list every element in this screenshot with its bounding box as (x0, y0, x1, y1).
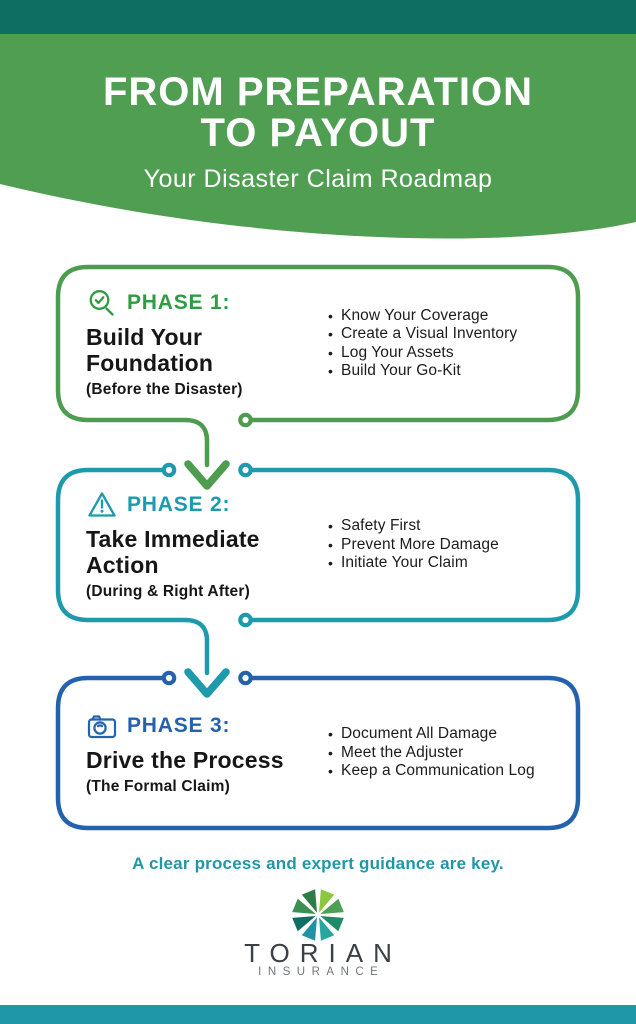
header-background (0, 34, 636, 180)
phase3-label: PHASE 3: (127, 713, 231, 737)
phase1-heading-block: PHASE 1: Build Your Foundation (Before t… (86, 288, 328, 399)
phase2-heading-block: PHASE 2: Take Immediate Action (During &… (86, 490, 328, 601)
list-item: •Keep a Communication Log (328, 762, 535, 780)
list-item: •Log Your Assets (328, 343, 454, 361)
phase1-timeframe: (Before the Disaster) (86, 381, 243, 398)
header: FROM PREPARATION TO PAYOUT Your Disaster… (0, 72, 636, 194)
phase1-title: Build Your Foundation (86, 324, 214, 376)
bullet-icon: • (328, 763, 334, 780)
list-item: •Prevent More Damage (328, 535, 499, 553)
poster-subtitle: Your Disaster Claim Roadmap (143, 165, 493, 193)
bullet-icon: • (328, 307, 334, 324)
list-item: •Document All Damage (328, 725, 498, 743)
phase2-label: PHASE 2: (127, 492, 231, 516)
phase3-title: Drive the Process (86, 746, 284, 773)
bullet-icon: • (328, 326, 334, 342)
brand-name: TORIAN (244, 938, 402, 968)
phase2-bullet-list: •Safety First •Prevent More Damage •Init… (328, 517, 564, 573)
bullet-icon: • (328, 344, 334, 361)
list-item: •Meet the Adjuster (328, 743, 464, 761)
magnifier-check-icon (89, 290, 114, 316)
list-item: •Build Your Go-Kit (328, 362, 461, 379)
title-line-2: TO PAYOUT (200, 111, 436, 155)
top-accent-bar (0, 0, 636, 34)
brand-subtitle: INSURANCE (258, 966, 385, 978)
list-item: •Safety First (328, 517, 421, 535)
phase1-label: PHASE 1: (127, 291, 231, 314)
bottom-accent-bar (0, 1005, 636, 1024)
phase2-title: Take Immediate Action (86, 525, 260, 578)
warning-triangle-icon (88, 491, 116, 517)
bullet-icon: • (328, 744, 334, 761)
bullet-icon: • (328, 726, 334, 743)
camera-icon (87, 714, 117, 738)
title-line-1: FROM PREPARATION (102, 70, 534, 114)
poster-title: FROM PREPARATION TO PAYOUT (0, 72, 636, 154)
bullet-icon: • (328, 555, 334, 572)
bullet-icon: • (328, 518, 334, 535)
list-item: •Initiate Your Claim (328, 554, 468, 572)
phase3-card: PHASE 3: Drive the Process (The Formal C… (58, 678, 578, 828)
bullet-icon: • (328, 536, 334, 553)
header-curve (0, 180, 636, 239)
phase3-timeframe: (The Formal Claim) (86, 777, 230, 795)
phase1-card: PHASE 1: Build Your Foundation (Before t… (58, 267, 578, 420)
bullet-icon: • (328, 363, 334, 379)
closing-tagline: A clear process and expert guidance are … (132, 854, 504, 873)
list-item: •Know Your Coverage (328, 306, 489, 324)
phase3-heading-block: PHASE 3: Drive the Process (The Formal C… (86, 711, 328, 796)
phase2-timeframe: (During & Right After) (86, 582, 250, 600)
phase3-bullet-list: •Document All Damage •Meet the Adjuster … (328, 725, 564, 781)
phase2-card: PHASE 2: Take Immediate Action (During &… (58, 470, 578, 620)
list-item: •Create a Visual Inventory (328, 325, 518, 342)
torian-pinwheel-logo-icon (292, 889, 344, 941)
phase1-bullet-list: •Know Your Coverage •Create a Visual Inv… (328, 307, 564, 381)
